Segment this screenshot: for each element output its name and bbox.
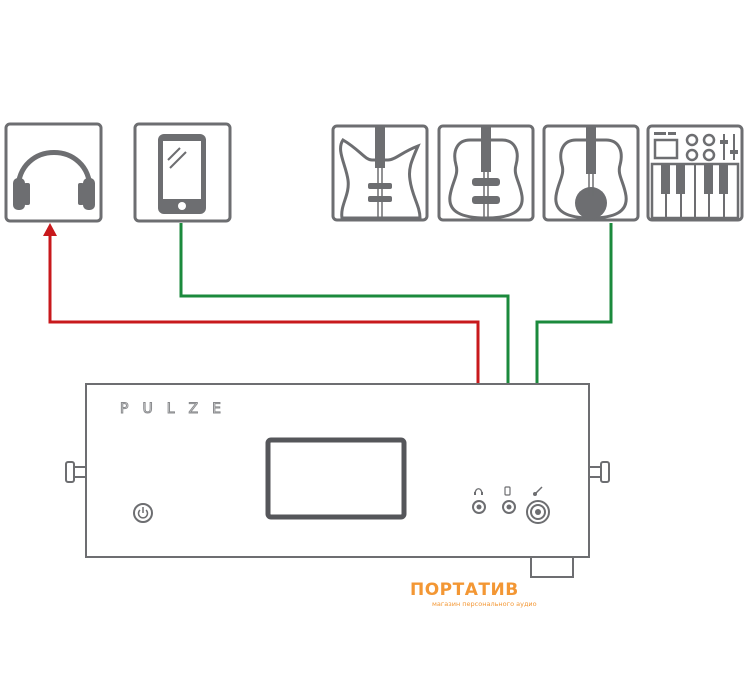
acoustic-guitar-icon <box>448 126 524 220</box>
headphones-box <box>4 122 103 223</box>
smartphone-box <box>133 122 232 223</box>
synthesizer-icon <box>650 132 740 220</box>
power-button[interactable] <box>133 503 153 523</box>
power-icon <box>137 507 149 519</box>
headphones-icon <box>13 150 95 210</box>
electric-guitar-icon <box>339 126 422 220</box>
phone-input-jack[interactable] <box>502 500 516 514</box>
store-watermark: ПОРТАТИВ магазин персонального аудио <box>410 580 537 608</box>
acoustic-guitar-box <box>437 124 535 222</box>
headphone-jack[interactable] <box>472 500 486 514</box>
instrument-input-jack[interactable] <box>526 500 550 524</box>
synthesizer-box <box>646 124 744 222</box>
guitar-port-icon <box>533 486 543 496</box>
headphone-port-icon <box>474 488 483 495</box>
watermark-tagline: магазин персонального аудио <box>432 600 537 608</box>
classical-guitar-icon <box>554 126 628 220</box>
watermark-name: ПОРТАТИВ <box>410 580 519 600</box>
classical-guitar-box <box>542 124 640 222</box>
phone-port-icon <box>504 486 511 496</box>
audio-interface: PULZE <box>65 383 610 578</box>
smartphone-icon <box>158 134 206 214</box>
electric-guitar-box <box>331 124 429 222</box>
brand-logo: PULZE <box>120 401 235 417</box>
